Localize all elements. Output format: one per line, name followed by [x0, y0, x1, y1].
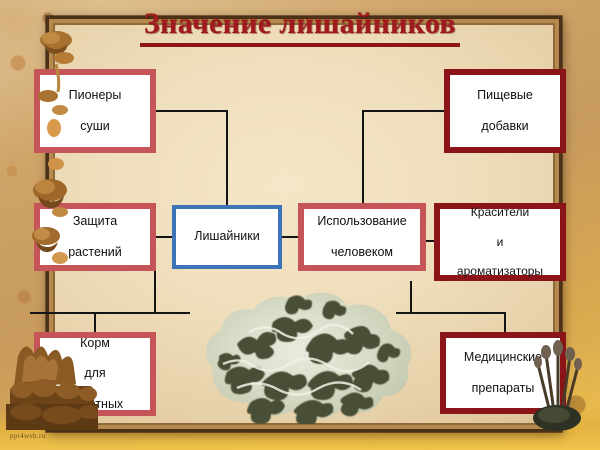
node-food-additives[interactable]: Пищевые добавки	[444, 69, 566, 153]
node-dyes-line2: и	[496, 234, 504, 249]
node-dyes-and-flavourings[interactable]: Красители и ароматизаторы	[434, 203, 566, 281]
connector-feed-vertical	[94, 312, 96, 334]
node-dyes-line1: Красители	[470, 205, 530, 220]
connector-food-vertical	[362, 110, 364, 205]
node-lichens-label: Лишайники	[194, 229, 260, 244]
node-pioneers-line1: Пионеры	[68, 88, 122, 103]
connector-medical-riser	[410, 281, 412, 314]
lichen-photograph	[193, 272, 428, 424]
connector-pioneers-vertical	[226, 110, 228, 207]
node-animal-feed-line1: Корм	[80, 335, 110, 350]
connector-protection	[156, 236, 174, 238]
node-medical-label: Медицинские препараты	[460, 350, 546, 396]
mushroom-cluster-icon	[6, 300, 98, 440]
node-lichens-center[interactable]: Лишайники	[172, 205, 282, 269]
node-pioneers-line2: суши	[80, 118, 110, 133]
node-food-additives-label: Пищевые добавки	[473, 88, 537, 134]
node-plant-protection-line1: Защита	[72, 214, 118, 229]
mushroom-cluster-icon	[524, 330, 590, 440]
page-title: Значение лишайников	[140, 8, 460, 47]
node-plant-protection-label: Защита растений	[64, 214, 126, 260]
node-medical-line1: Медицинские	[463, 350, 543, 365]
connector-feed-horizontal	[30, 312, 190, 314]
node-human-use-line1: Использование	[317, 214, 407, 229]
connector-medical-vertical	[504, 312, 506, 334]
mushroom-cluster-icon	[34, 24, 80, 144]
node-dyes-label: Красители и ароматизаторы	[453, 205, 547, 278]
node-human-use-label: Использование человеком	[313, 214, 410, 260]
node-plant-protection-line2: растений	[68, 244, 122, 259]
node-medical-line2: препараты	[471, 380, 535, 395]
mushroom-cluster-icon	[30, 150, 80, 280]
node-human-use[interactable]: Использование человеком	[298, 203, 426, 271]
connector-human-use	[280, 236, 300, 238]
connector-dyes	[424, 240, 436, 242]
connector-food-horizontal	[362, 110, 446, 112]
connector-feed-riser	[154, 269, 156, 314]
connector-pioneers-horizontal	[156, 110, 228, 112]
connector-medical-horizontal	[396, 312, 506, 314]
title-container: Значение лишайников	[0, 8, 600, 47]
node-human-use-line2: человеком	[330, 244, 394, 259]
node-food-additives-line1: Пищевые	[477, 88, 533, 103]
node-food-additives-line2: добавки	[481, 118, 529, 133]
node-animal-feed-line2: для	[84, 366, 106, 381]
node-pioneers-label: Пионеры суши	[65, 88, 126, 134]
node-dyes-line3: ароматизаторы	[456, 263, 544, 278]
watermark: ppt4web.ru	[10, 432, 46, 440]
